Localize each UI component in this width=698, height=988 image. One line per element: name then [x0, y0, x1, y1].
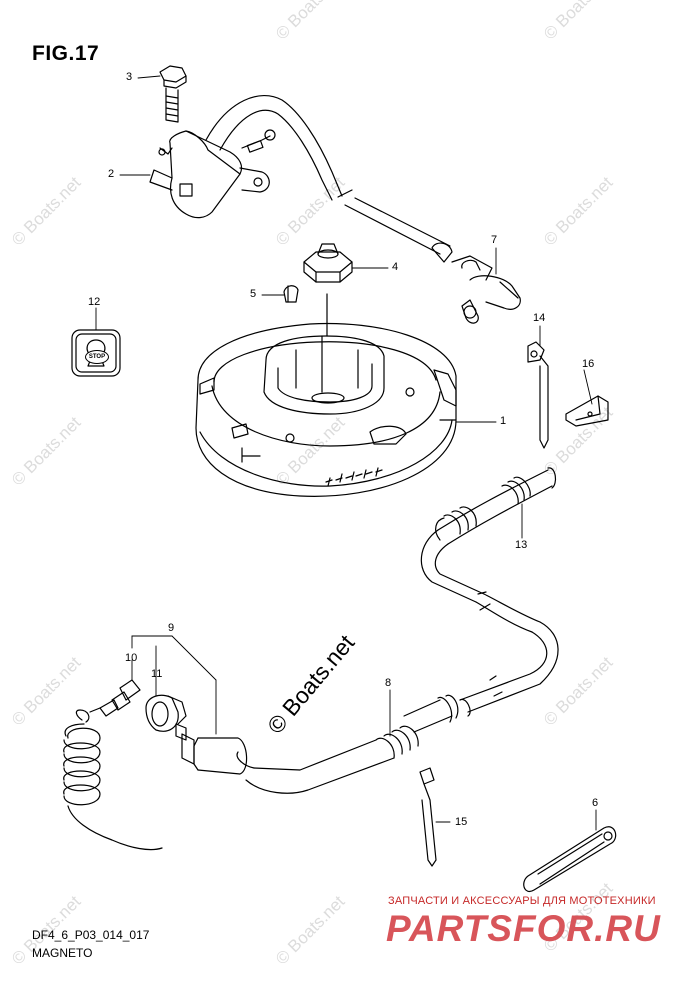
callout-2: 2: [108, 168, 115, 180]
plate-16: [565, 395, 609, 427]
magneto-stator: [195, 293, 457, 497]
lanyard-cord: [63, 679, 163, 851]
figure-title: FIG.17: [32, 42, 100, 65]
strap: [523, 826, 617, 892]
stop-label: STOP: [85, 350, 109, 364]
brand-logo: PARTSFOR.RU: [386, 908, 661, 949]
callout-9: 9: [168, 622, 175, 634]
stop-switch-assy: [145, 694, 248, 775]
callout-8: 8: [385, 677, 392, 689]
callout-13: 13: [515, 539, 528, 551]
diagram-code: DF4_6_P03_014_017: [32, 928, 150, 942]
callout-15: 15: [455, 816, 468, 828]
callout-14: 14: [533, 312, 546, 324]
clamp-14: [527, 341, 549, 449]
callout-16: 16: [582, 358, 595, 370]
cable-tie: [419, 767, 437, 867]
callout-1: 1: [500, 415, 507, 427]
leader-lines: [95, 75, 597, 831]
callout-10: 10: [125, 652, 138, 664]
callout-4: 4: [392, 261, 399, 273]
brand-tagline: ЗАПЧАСТИ И АКСЕССУАРЫ ДЛЯ МОТОТЕХНИКИ: [388, 895, 656, 907]
callout-7: 7: [491, 234, 498, 246]
bolt: [159, 65, 187, 123]
callout-5: 5: [250, 288, 257, 300]
callout-6: 6: [592, 797, 599, 809]
ground-terminal: [241, 129, 276, 153]
callout-3: 3: [126, 71, 133, 83]
callout-11: 11: [151, 668, 163, 680]
diagram-name: MAGNETO: [32, 946, 93, 960]
nut: [303, 243, 353, 283]
callout-12: 12: [88, 296, 101, 308]
spark-plug-cap: [431, 242, 521, 324]
wire-harness: [236, 467, 559, 794]
high-tension-cord: [205, 95, 451, 255]
key: [283, 285, 299, 303]
ignition-coil: [149, 130, 270, 219]
